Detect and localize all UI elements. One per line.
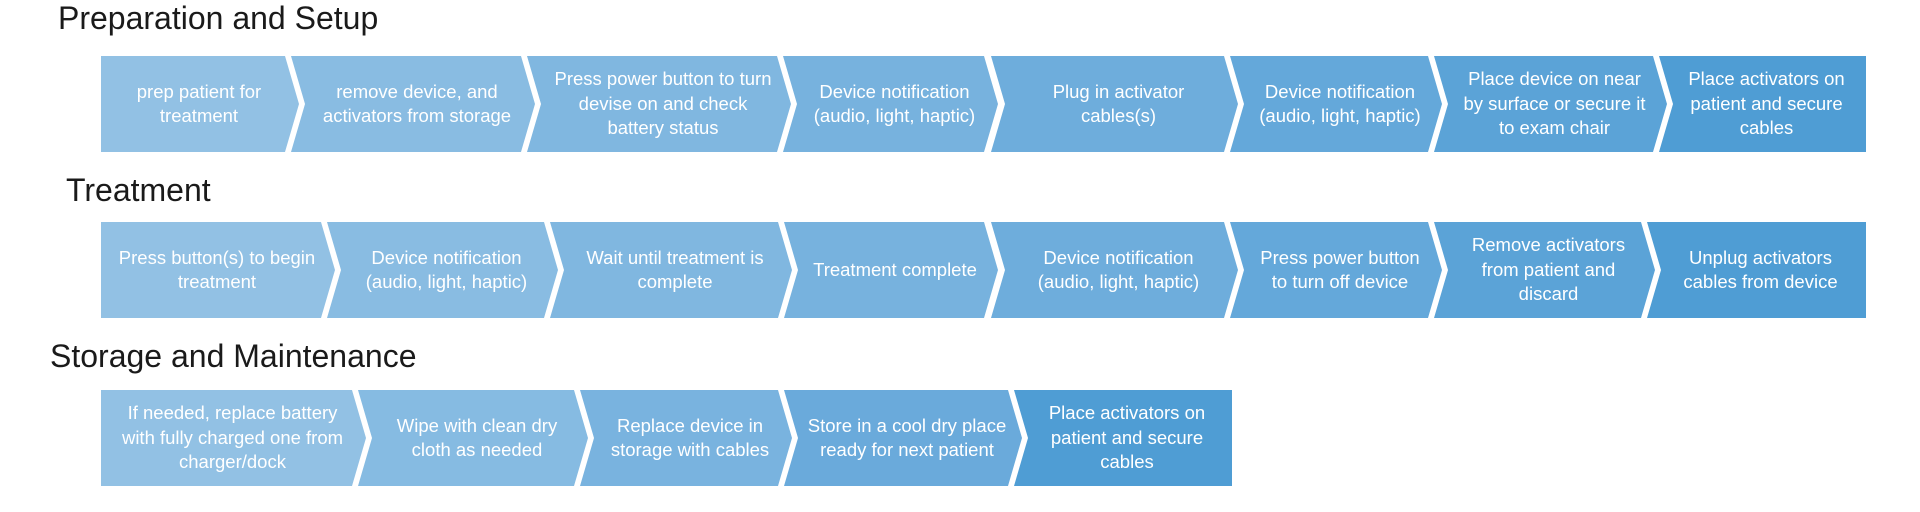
- process-step: Device notification (audio, light, hapti…: [327, 222, 558, 318]
- process-step: Device notification (audio, light, hapti…: [783, 56, 998, 152]
- process-step-label: Press button(s) to begin treatment: [118, 246, 316, 292]
- process-step-label: Place activators on patient and secure c…: [1048, 402, 1206, 473]
- process-step-label: If needed, replace battery with fully ch…: [121, 402, 344, 473]
- process-step: Press power button to turn off device: [1230, 222, 1442, 318]
- process-step: Press power button to turn devise on and…: [527, 56, 791, 152]
- process-step: Place activators on patient and secure c…: [1014, 390, 1232, 486]
- section-title-preparation: Preparation and Setup: [58, 0, 379, 36]
- process-step: Place activators on patient and secure c…: [1659, 56, 1866, 152]
- process-step: Remove activators from patient and disca…: [1434, 222, 1655, 318]
- process-step: Unplug activators cables from device: [1647, 222, 1866, 318]
- process-step: Replace device in storage with cables: [580, 390, 792, 486]
- process-step-label: Treatment complete: [813, 258, 977, 280]
- process-step: Treatment complete: [784, 222, 998, 318]
- process-step-label: prep patient for treatment: [136, 80, 262, 126]
- process-step: If needed, replace battery with fully ch…: [101, 390, 366, 486]
- process-step: Device notification (audio, light, hapti…: [991, 222, 1238, 318]
- process-step-label: Device notification (audio, light, hapti…: [1037, 246, 1200, 292]
- section-title-treatment: Treatment: [66, 172, 211, 208]
- process-step-label: Plug in activator cables(s): [1052, 80, 1185, 126]
- process-step: prep patient for treatment: [101, 56, 299, 152]
- process-step: Press button(s) to begin treatment: [101, 222, 335, 318]
- process-step-label: Place activators on patient and secure c…: [1688, 68, 1845, 139]
- process-step-label: Replace device in storage with cables: [610, 414, 770, 460]
- process-step-label: Device notification (audio, light, hapti…: [365, 246, 528, 292]
- process-step: Wipe with clean dry cloth as needed: [358, 390, 588, 486]
- process-step-label: Device notification (audio, light, hapti…: [813, 80, 976, 126]
- process-step-label: Remove activators from patient and disca…: [1471, 234, 1626, 305]
- process-step-label: Press power button to turn devise on and…: [554, 68, 772, 139]
- process-step: Plug in activator cables(s): [991, 56, 1238, 152]
- process-step: Place device on near by surface or secur…: [1434, 56, 1667, 152]
- process-step-label: Press power button to turn off device: [1260, 246, 1420, 292]
- process-step-label: Wait until treatment is complete: [586, 246, 764, 292]
- process-step: Device notification (audio, light, hapti…: [1230, 56, 1442, 152]
- process-step: Store in a cool dry place ready for next…: [784, 390, 1022, 486]
- process-step-label: Device notification (audio, light, hapti…: [1259, 80, 1421, 126]
- section-title-storage: Storage and Maintenance: [50, 338, 417, 374]
- process-step-label: Unplug activators cables from device: [1683, 246, 1838, 292]
- process-step-label: remove device, and activators from stora…: [322, 80, 512, 126]
- process-step-label: Place device on near by surface or secur…: [1463, 68, 1646, 139]
- process-step-label: Wipe with clean dry cloth as needed: [396, 414, 558, 460]
- process-step-label: Store in a cool dry place ready for next…: [807, 414, 1007, 460]
- process-step: Wait until treatment is complete: [550, 222, 792, 318]
- process-step: remove device, and activators from stora…: [291, 56, 535, 152]
